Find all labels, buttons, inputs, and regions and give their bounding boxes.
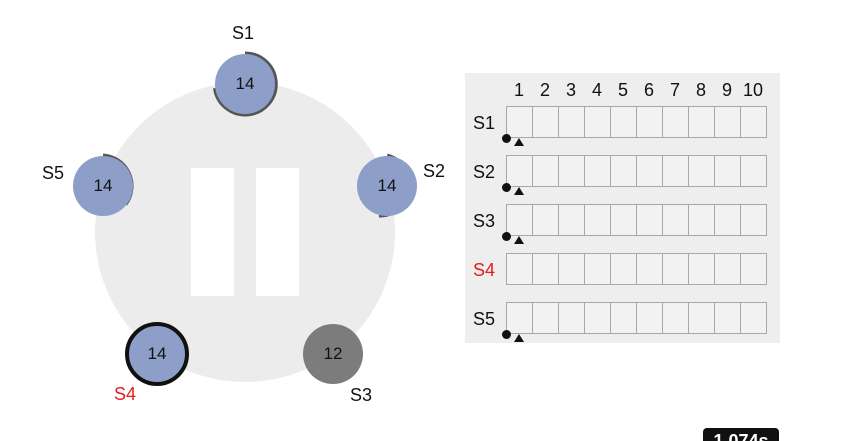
log-entry-slot[interactable] — [637, 254, 663, 285]
server-s2-term: 14 — [377, 176, 397, 195]
log-entry-slot[interactable] — [637, 205, 663, 236]
server-s3-term: 12 — [323, 344, 343, 363]
server-s3[interactable]: 12 — [303, 324, 363, 384]
log-entry-slot[interactable] — [663, 156, 689, 187]
log-entry-slot[interactable] — [663, 254, 689, 285]
log-entry-slot[interactable] — [741, 156, 767, 187]
log-entry-slot[interactable] — [585, 107, 611, 138]
log-entry-slot[interactable] — [741, 254, 767, 285]
log-entry-slot[interactable] — [637, 303, 663, 334]
match-index-marker — [514, 236, 524, 244]
log-entry-slot[interactable] — [611, 156, 637, 187]
log-row-label-s2: S2 — [473, 162, 496, 182]
commit-index-marker — [502, 134, 511, 143]
log-entry-slot[interactable] — [585, 303, 611, 334]
server-s4-term: 14 — [147, 344, 167, 363]
log-entry-slot[interactable] — [689, 156, 715, 187]
log-row-label-s4: S4 — [473, 260, 496, 280]
log-entry-slot[interactable] — [611, 254, 637, 285]
server-s1-term: 14 — [235, 74, 255, 93]
log-entry-slot[interactable] — [715, 303, 741, 334]
server-s2[interactable]: 14 — [357, 156, 417, 216]
log-row-s2 — [506, 155, 767, 187]
log-entry-slot[interactable] — [611, 107, 637, 138]
log-entry-slot[interactable] — [559, 107, 585, 138]
log-row-s5 — [506, 302, 767, 334]
log-entry-slot[interactable] — [559, 205, 585, 236]
log-entry-slot[interactable] — [559, 156, 585, 187]
log-entry-slot[interactable] — [715, 254, 741, 285]
server-label-s1: S1 — [232, 23, 255, 43]
server-s1[interactable]: 14 — [215, 54, 275, 114]
server-s4[interactable]: 14 — [125, 322, 189, 386]
pause-button-left-bar[interactable] — [191, 168, 234, 296]
log-entry-slot[interactable] — [741, 205, 767, 236]
log-index: 5 — [617, 80, 628, 100]
log-entry-slot[interactable] — [715, 205, 741, 236]
server-s5[interactable]: 14 — [73, 156, 133, 216]
log-index: 10 — [742, 80, 764, 100]
log-entry-slot[interactable] — [611, 303, 637, 334]
server-label-s4: S4 — [114, 384, 137, 404]
log-entry-slot[interactable] — [507, 205, 533, 236]
log-entry-slot[interactable] — [689, 254, 715, 285]
log-entry-slot[interactable] — [533, 156, 559, 187]
log-entry-slot[interactable] — [689, 205, 715, 236]
log-entry-slot[interactable] — [689, 107, 715, 138]
log-entry-slot[interactable] — [715, 107, 741, 138]
match-index-marker — [514, 187, 524, 195]
log-index: 7 — [669, 80, 680, 100]
log-index: 4 — [591, 80, 602, 100]
match-index-marker — [514, 138, 524, 146]
log-index: 3 — [565, 80, 576, 100]
log-entry-slot[interactable] — [507, 254, 533, 285]
log-entry-slot[interactable] — [533, 205, 559, 236]
commit-index-marker — [502, 232, 511, 241]
match-index-marker — [514, 334, 524, 342]
commit-index-marker — [502, 183, 511, 192]
server-s5-term: 14 — [93, 176, 113, 195]
log-entry-slot[interactable] — [507, 156, 533, 187]
log-entry-slot[interactable] — [585, 205, 611, 236]
time-display: 1.074s — [703, 428, 779, 441]
log-entry-slot[interactable] — [689, 303, 715, 334]
log-row-label-s3: S3 — [473, 211, 496, 231]
server-label-s2: S2 — [423, 161, 446, 181]
log-entry-slot[interactable] — [741, 303, 767, 334]
log-index: 8 — [695, 80, 706, 100]
log-entry-slot[interactable] — [663, 303, 689, 334]
log-entry-slot[interactable] — [637, 107, 663, 138]
log-index: 9 — [721, 80, 732, 100]
log-row-s1 — [506, 106, 767, 138]
pause-button-right-bar[interactable] — [256, 168, 299, 296]
server-label-s5: S5 — [42, 163, 65, 183]
log-entry-slot[interactable] — [585, 156, 611, 187]
log-entry-slot[interactable] — [663, 205, 689, 236]
log-entry-slot[interactable] — [663, 107, 689, 138]
log-row-label-s5: S5 — [473, 309, 496, 329]
commit-index-marker — [502, 330, 511, 339]
log-entry-slot[interactable] — [559, 254, 585, 285]
log-row-s4 — [506, 253, 767, 285]
log-index: 2 — [539, 80, 550, 100]
log-entry-slot[interactable] — [533, 303, 559, 334]
server-label-s3: S3 — [350, 385, 373, 405]
log-entry-slot[interactable] — [637, 156, 663, 187]
log-row-s3 — [506, 204, 767, 236]
log-entry-slot[interactable] — [533, 107, 559, 138]
log-row-label-s1: S1 — [473, 113, 496, 133]
log-entry-slot[interactable] — [585, 254, 611, 285]
log-index: 1 — [513, 80, 524, 100]
log-entry-slot[interactable] — [715, 156, 741, 187]
log-entry-slot[interactable] — [507, 107, 533, 138]
log-entry-slot[interactable] — [559, 303, 585, 334]
log-index: 6 — [643, 80, 654, 100]
log-entry-slot[interactable] — [507, 303, 533, 334]
log-entry-slot[interactable] — [741, 107, 767, 138]
log-entry-slot[interactable] — [533, 254, 559, 285]
log-entry-slot[interactable] — [611, 205, 637, 236]
